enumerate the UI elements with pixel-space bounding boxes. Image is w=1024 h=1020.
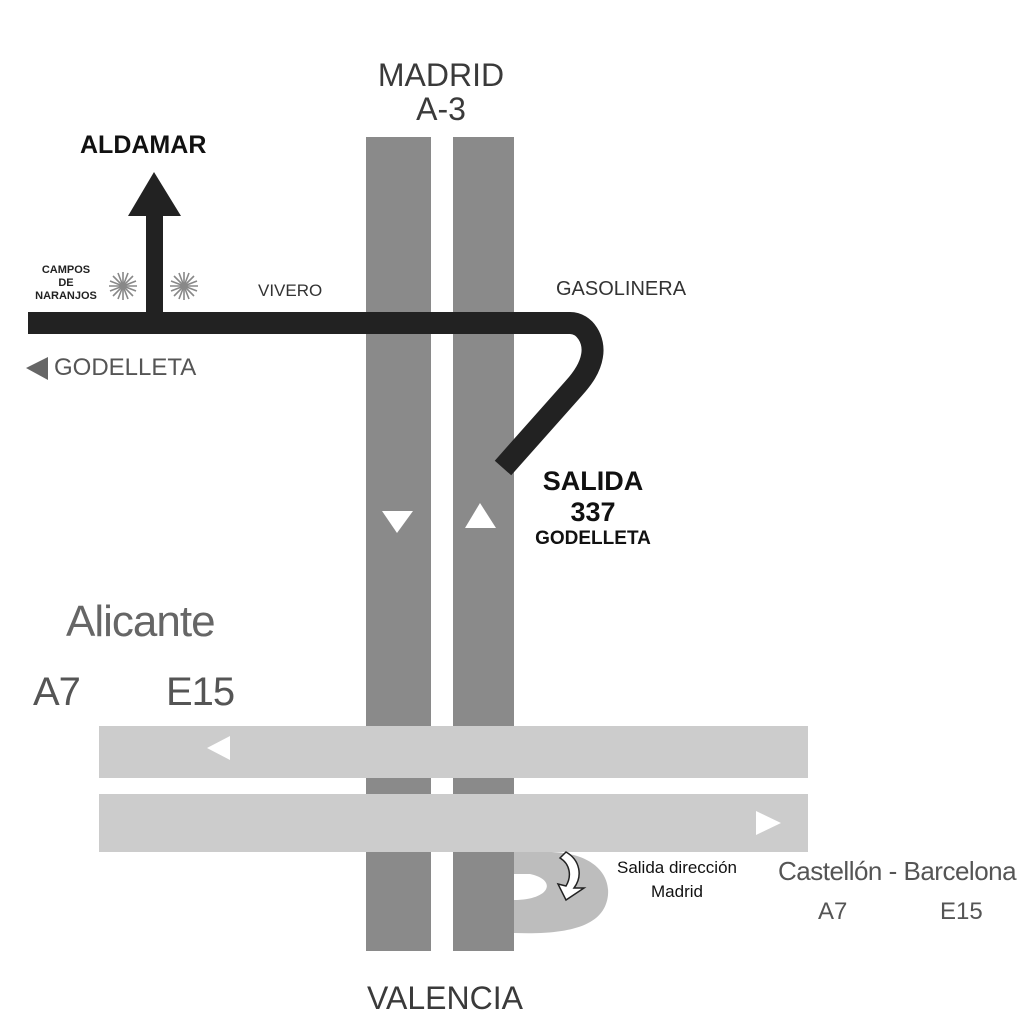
orange-tree-icon: [109, 272, 137, 300]
exit-label: SALIDA 337 GODELLETA: [520, 466, 666, 550]
westbound-arrow-icon: [207, 736, 230, 760]
return-exit-line1: Salida dirección: [616, 858, 737, 877]
vivero-label: VIVERO: [258, 281, 323, 300]
aldamar-label: ALDAMAR: [80, 131, 207, 159]
southbound-arrow-icon: [382, 511, 413, 533]
local-road: [28, 312, 604, 476]
a7-east-label: A7: [818, 898, 848, 925]
aldamar-road: [146, 212, 163, 324]
a3-road-number: A-3: [416, 91, 466, 127]
gasolinera-label: GASOLINERA: [556, 278, 687, 300]
northbound-arrow-icon: [465, 503, 496, 528]
madrid-label: MADRID A-3: [341, 58, 541, 126]
a7-eastbound-lane: [99, 794, 808, 852]
exit-number: 337: [570, 497, 616, 527]
madrid-name: MADRID: [377, 57, 505, 93]
orchards-line1: CAMPOS: [41, 264, 91, 276]
e15-west-label: E15: [166, 670, 235, 714]
valencia-label: VALENCIA: [367, 980, 523, 1016]
orchards-line3: NARANJOS: [35, 290, 97, 302]
a7-west-label: A7: [33, 670, 81, 714]
e15-east-label: E15: [940, 898, 983, 925]
eastbound-arrow-icon: [756, 811, 781, 835]
orange-tree-icon: [170, 272, 198, 300]
a7-westbound-lane: [99, 726, 808, 778]
west-arrow-icon: [26, 357, 48, 380]
orchards-line2: DE: [58, 277, 74, 289]
castellon-barcelona-label: Castellón - Barcelona: [778, 856, 1017, 886]
return-ramp: [514, 852, 609, 934]
return-exit-label: Salida dirección Madrid: [604, 856, 750, 904]
godelleta-direction-label: GODELLETA: [54, 354, 197, 381]
alicante-label: Alicante: [66, 597, 216, 646]
north-arrow-icon: [128, 172, 181, 216]
return-ramp-arrow-icon: [556, 851, 587, 902]
exit-town: GODELLETA: [535, 528, 651, 549]
return-exit-line2: Madrid: [651, 882, 703, 901]
exit-word: SALIDA: [542, 466, 644, 496]
orchards-label: CAMPOS DE NARANJOS: [28, 264, 104, 303]
